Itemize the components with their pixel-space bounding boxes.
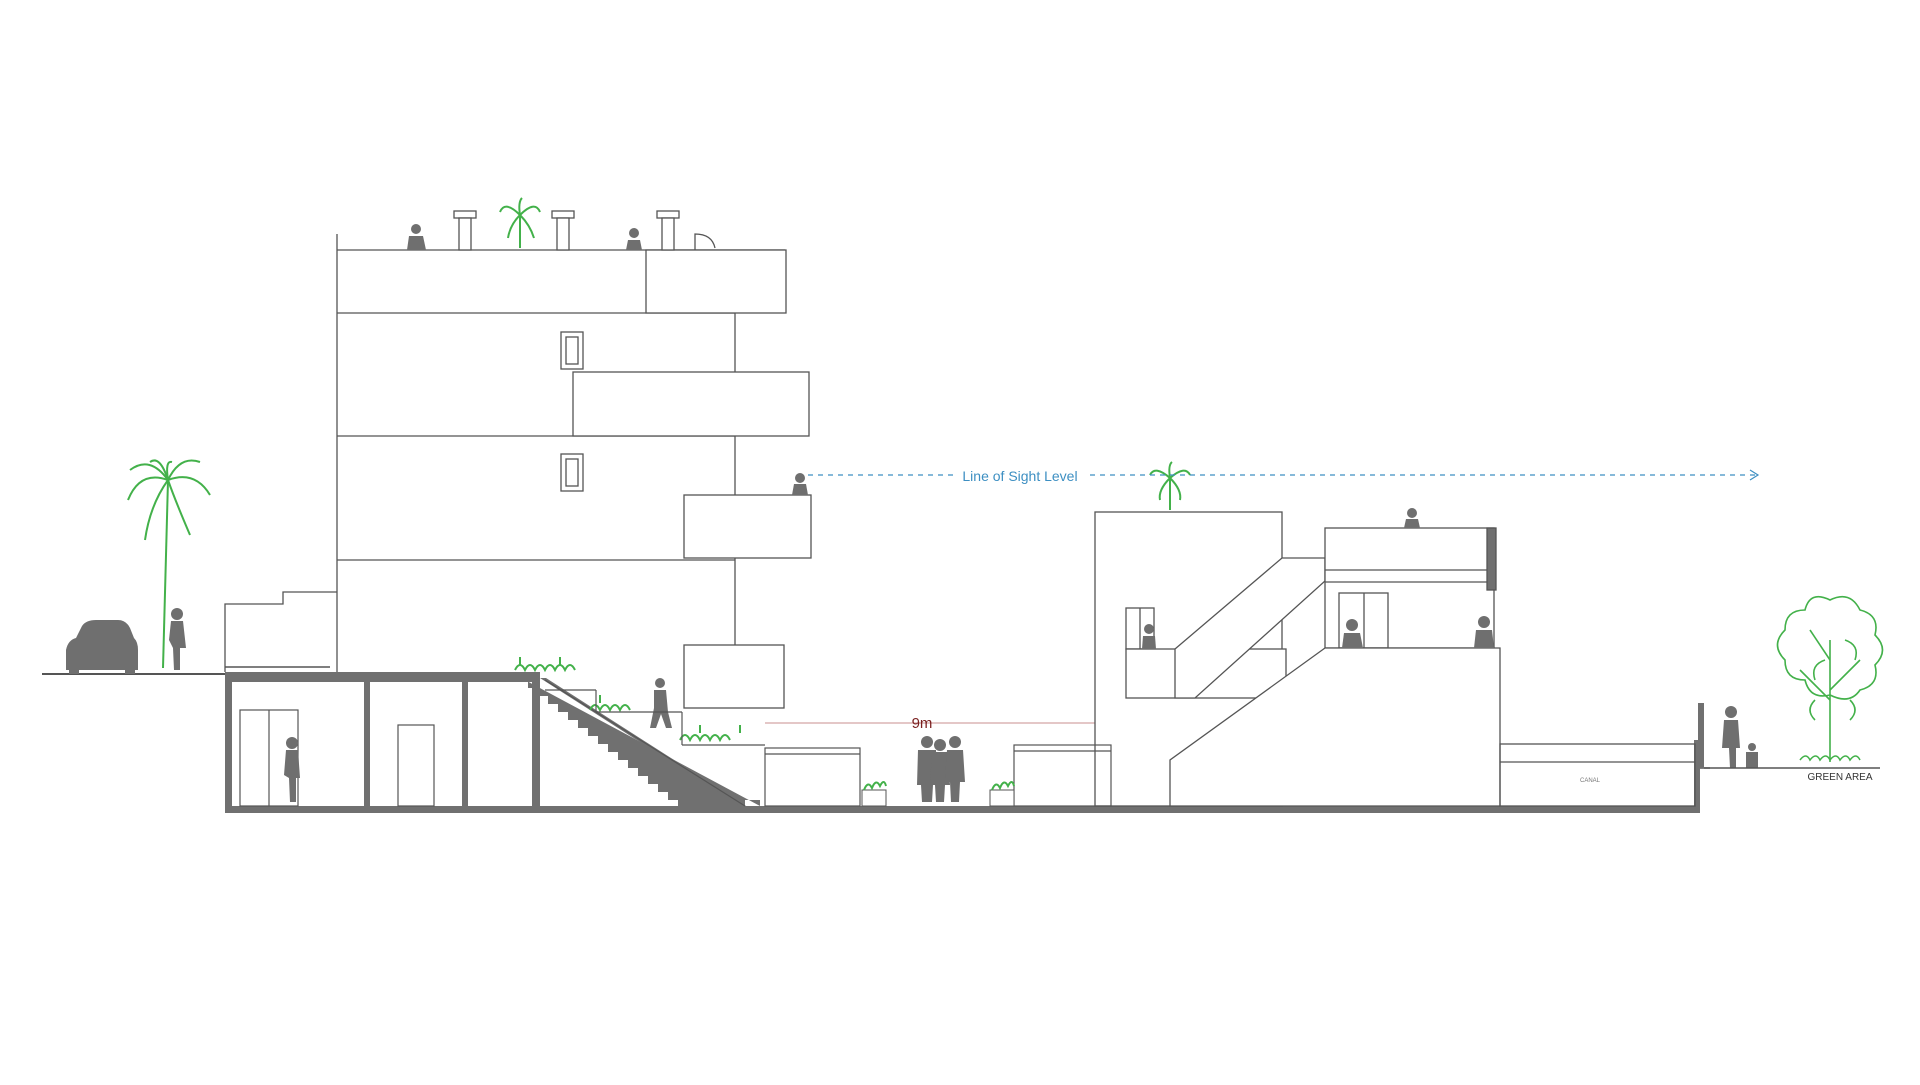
stair-treads (545, 689, 765, 746)
basement-structure (225, 672, 1710, 813)
low-building-plant (1149, 461, 1191, 510)
line-of-sight: Line of Sight Level (808, 468, 1760, 484)
distance-dimension: 9m (784, 715, 1095, 732)
line-of-sight-label: Line of Sight Level (962, 468, 1077, 484)
courtyard-people (917, 736, 965, 802)
stair-person (650, 678, 672, 728)
pedestrian-silhouette (169, 608, 186, 670)
car-silhouette (66, 620, 138, 674)
rooftop-plant (499, 197, 541, 248)
stair-planters (514, 657, 741, 743)
basement-doors (239, 709, 435, 807)
low-building-people (1142, 508, 1494, 649)
small-tag-label: CANAL (1580, 778, 1601, 784)
courtyard-planters (861, 781, 1015, 807)
palm-tree-left (127, 459, 211, 669)
main-building (224, 233, 812, 709)
low-building (1094, 511, 1696, 807)
person-with-dog (1722, 706, 1758, 768)
green-area-tree (1776, 595, 1884, 762)
rooftop-vents (453, 210, 680, 251)
green-area-ground: GREEN AREA (1704, 767, 1880, 783)
stair-section (510, 672, 760, 807)
green-area-label: GREEN AREA (1807, 772, 1872, 783)
distance-label: 9m (912, 715, 933, 732)
rooftop-people (407, 224, 808, 495)
basement-person (284, 737, 300, 802)
small-tag: CANAL (1580, 778, 1601, 784)
